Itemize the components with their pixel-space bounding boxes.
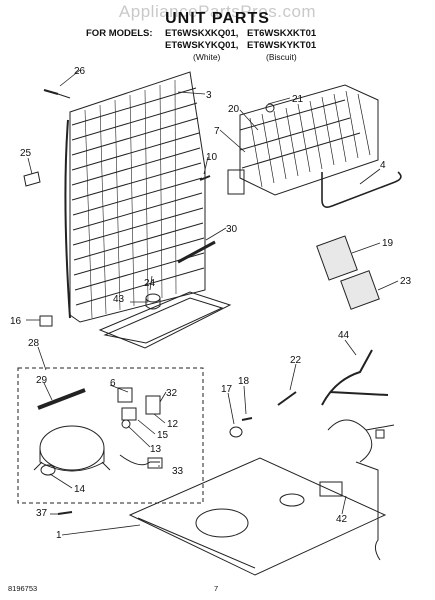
callout-44: 44 (338, 330, 350, 341)
callout-14: 14 (74, 484, 86, 495)
callout-12: 12 (167, 419, 179, 430)
page-title: UNIT PARTS (165, 10, 270, 27)
callout-24: 24 (144, 278, 156, 289)
callout-33: 33 (172, 466, 184, 477)
callout-19: 19 (382, 238, 394, 249)
callout-17: 17 (221, 384, 233, 395)
callout-18: 18 (238, 376, 250, 387)
callout-28: 28 (28, 338, 40, 349)
callout-15: 15 (157, 430, 169, 441)
callout-29: 29 (36, 375, 48, 386)
callout-20: 20 (228, 104, 240, 115)
color-biscuit-label: (Biscuit) (266, 52, 297, 62)
callout-6: 6 (110, 378, 116, 389)
callout-30: 30 (226, 224, 238, 235)
callout-1: 1 (56, 530, 62, 541)
callout-32: 32 (166, 388, 178, 399)
callout-42: 42 (336, 514, 348, 525)
evaporator-drawing (227, 84, 379, 196)
for-models-label: FOR MODELS: (86, 28, 153, 39)
document-number: 8196753 (8, 584, 38, 593)
callout-23: 23 (400, 276, 412, 287)
callout-3: 3 (206, 90, 212, 101)
callout-37: 37 (36, 508, 48, 519)
callout-10: 10 (206, 152, 218, 163)
callout-4: 4 (380, 160, 386, 171)
model-number: ET6WSKYKQ01, (165, 40, 239, 51)
callout-43: 43 (113, 294, 125, 305)
callout-26: 26 (74, 66, 86, 77)
color-white-label: (White) (193, 52, 221, 62)
callout-13: 13 (150, 444, 162, 455)
model-number: ET6WSKXKQ01, (165, 28, 239, 39)
callout-22: 22 (290, 355, 302, 366)
model-number: ET6WSKXKT01 (247, 28, 317, 39)
page-number: 7 (214, 584, 219, 593)
model-number: ET6WSKYKT01 (247, 40, 317, 51)
callout-16: 16 (10, 316, 22, 327)
callout-21: 21 (292, 94, 304, 105)
condenser-drawing (64, 71, 206, 323)
watermark: AppliancePartsPros.com (118, 2, 317, 21)
callout-25: 25 (20, 148, 32, 159)
callout-7: 7 (214, 126, 220, 137)
